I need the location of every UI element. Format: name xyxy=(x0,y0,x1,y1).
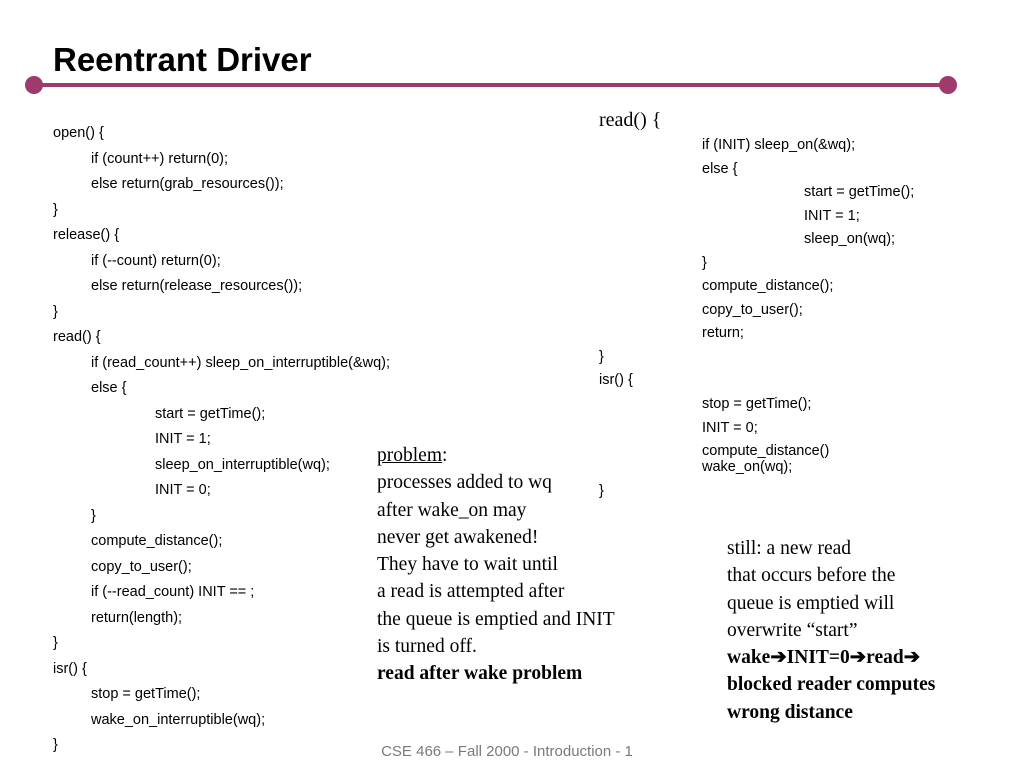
code-line: wake_on(wq); xyxy=(702,459,793,475)
code-line: if (read_count++) sleep_on_interruptible… xyxy=(91,354,391,371)
note-line: that occurs before the xyxy=(727,565,896,587)
note-line: queue is emptied will xyxy=(727,592,895,614)
code-line: if (--read_count) INIT == ; xyxy=(91,584,255,600)
rule-dot-left xyxy=(25,76,43,94)
note-line: They have to wait until xyxy=(377,554,558,576)
note-line: is turned off. xyxy=(377,636,477,658)
code-line: else { xyxy=(702,160,738,177)
code-line: compute_distance(); xyxy=(91,533,223,549)
code-line: isr() { xyxy=(599,372,633,388)
code-line: } xyxy=(599,483,604,499)
slide-title: Reentrant Driver xyxy=(53,41,312,78)
code-line: } xyxy=(53,737,58,753)
code-line: else { xyxy=(91,380,127,396)
code-line: } xyxy=(91,507,96,524)
code-line: return(length); xyxy=(91,609,183,626)
note-line: overwrite “start” xyxy=(727,619,858,641)
note-line: processes added to wq xyxy=(377,472,552,494)
code-line: stop = getTime(); xyxy=(91,686,201,702)
note-line: the queue is emptied and INIT xyxy=(377,608,615,630)
code-line: sleep_on_interruptible(wq); xyxy=(155,456,330,473)
footer-text: CSE 466 – Fall 2000 - Introduction - 1 xyxy=(381,743,633,760)
code-line: } xyxy=(53,201,58,218)
problem-note: problem: processes added to wq after wak… xyxy=(377,442,615,688)
code-line: start = getTime(); xyxy=(804,184,915,200)
right-read-header: read() { xyxy=(599,109,662,131)
code-line: INIT = 1; xyxy=(155,431,211,447)
problem-heading-line: problem: xyxy=(377,442,615,469)
code-line: INIT = 1; xyxy=(804,207,860,224)
code-line: else return(grab_resources()); xyxy=(91,176,284,192)
code-line: wake_on_interruptible(wq); xyxy=(91,711,266,728)
note-line: a read is attempted after xyxy=(377,581,565,603)
note-bold-line: wrong distance xyxy=(727,701,853,723)
note-line: after wake_on may xyxy=(377,499,527,521)
title-rule xyxy=(34,83,948,87)
code-line: } xyxy=(702,254,707,271)
code-line: compute_distance() xyxy=(702,443,830,459)
code-line: if (count++) return(0); xyxy=(91,150,228,167)
code-line: else return(release_resources()); xyxy=(91,278,303,294)
code-line: copy_to_user(); xyxy=(91,558,192,575)
code-line: INIT = 0; xyxy=(155,482,211,498)
code-line: stop = getTime(); xyxy=(702,396,812,412)
code-line: read() { xyxy=(53,329,101,345)
code-line: isr() { xyxy=(53,660,87,677)
code-line: if (--count) return(0); xyxy=(91,252,221,269)
note-bold-line: blocked reader computes xyxy=(727,674,936,696)
note-line: still: a new read xyxy=(727,538,851,559)
problem-heading-colon: : xyxy=(441,445,448,466)
rule-dot-right xyxy=(939,76,957,94)
code-line: } xyxy=(53,303,58,320)
code-line: copy_to_user(); xyxy=(702,301,803,318)
code-line: open() { xyxy=(53,125,104,141)
code-line: release() { xyxy=(53,227,120,243)
slide-footer: CSE 466 – Fall 2000 - Introduction - 1 xyxy=(0,742,1024,762)
problem-heading: problem xyxy=(377,445,442,466)
code-line: if (INIT) sleep_on(&wq); xyxy=(702,137,856,153)
code-line: compute_distance(); xyxy=(702,278,834,294)
note-line: never get awakened! xyxy=(377,526,539,548)
code-line: return; xyxy=(702,325,744,341)
code-line: INIT = 0; xyxy=(702,419,758,436)
code-line: } xyxy=(599,348,604,365)
note-bold-line: read after wake problem xyxy=(377,663,583,685)
still-note: still: a new read that occurs before the… xyxy=(727,535,935,726)
code-line: sleep_on(wq); xyxy=(804,231,896,247)
note-bold-line: wake➔INIT=0➔read➔ xyxy=(727,647,921,669)
code-line: start = getTime(); xyxy=(155,405,266,422)
code-line: } xyxy=(53,635,58,651)
